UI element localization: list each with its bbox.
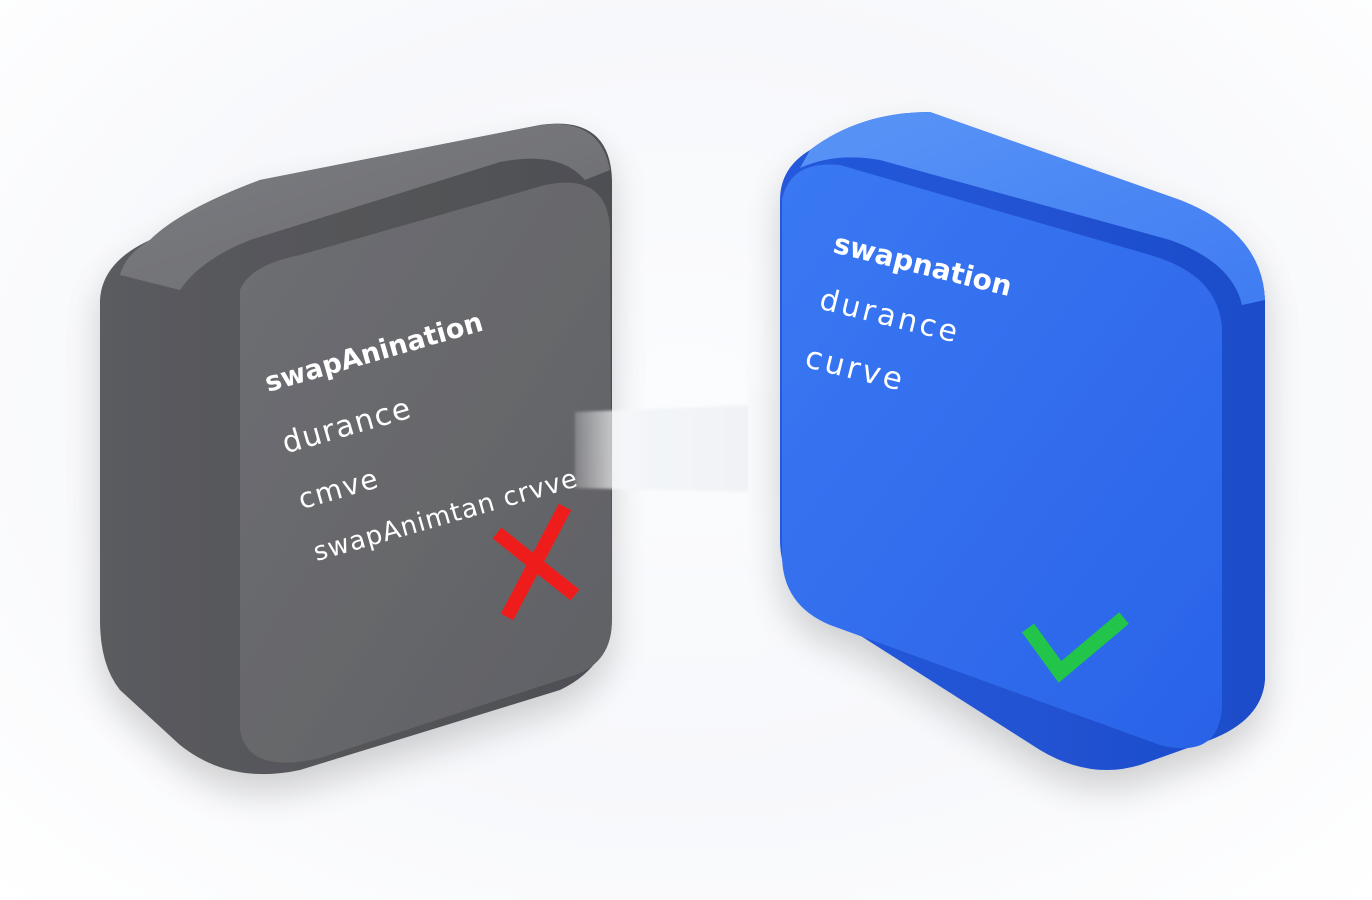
left-card: swapAnination durance cmve swapAnimtan c… bbox=[100, 123, 612, 775]
right-card: swapnation durance curve bbox=[780, 112, 1265, 770]
left-card-face bbox=[240, 182, 612, 763]
check-icon bbox=[1021, 612, 1129, 683]
left-card-top bbox=[120, 123, 610, 290]
right-card-top bbox=[800, 112, 1265, 305]
right-card-face bbox=[782, 164, 1222, 749]
cross-icon bbox=[492, 503, 580, 621]
